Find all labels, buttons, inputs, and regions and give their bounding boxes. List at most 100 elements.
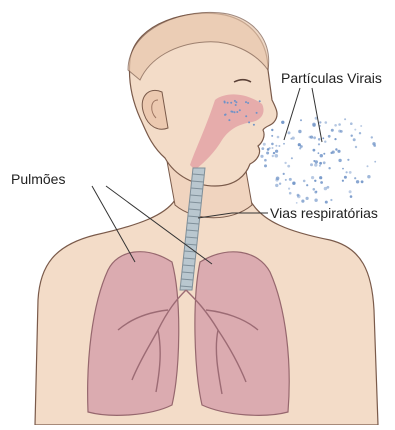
virus-particle [298,130,301,133]
virus-particle [275,184,278,187]
virus-particle [267,148,270,151]
virus-particle [292,182,295,185]
virus-particle [354,177,356,179]
virus-particle [279,183,281,185]
virus-particle [310,136,313,139]
virus-particle [323,153,325,155]
virus-particle [351,135,353,137]
virus-particle [355,146,357,148]
nasal-particle [259,100,261,102]
virus-particle [298,143,301,146]
virus-particle [314,163,317,166]
nasal-particle [247,102,249,104]
virus-particle [313,136,316,139]
virus-particle [346,171,348,173]
virus-particle [335,148,337,150]
nasal-particle [230,102,232,104]
nasal-particle [234,100,236,102]
virus-particle [331,129,334,132]
virus-particle [327,186,330,189]
virus-particle [292,137,295,140]
nasal-particle [227,102,229,104]
virus-particle [325,121,328,124]
lungs-label: Pulmões [11,172,65,186]
virus-particle [315,160,318,163]
virus-particle [285,179,287,181]
virus-particle [328,167,330,169]
virus-particle [322,137,324,139]
virus-particle [354,129,356,131]
virus-particle [372,142,375,145]
nasal-particle [236,111,238,113]
virus-particle [359,132,361,134]
virus-particle [338,130,341,133]
nasal-particle [239,109,241,111]
virus-particle [367,165,369,167]
virus-particle [347,159,349,161]
nasal-particle [245,115,247,117]
nasal-particle [248,121,250,123]
virus-particle [273,152,275,154]
virus-particle [342,168,344,170]
virus-particle [332,151,335,154]
virus-particle [260,155,263,158]
virus-particle [272,147,274,149]
virus-particle [318,138,321,141]
virus-particle [361,180,364,183]
virus-particle [289,192,292,195]
virus-particle [276,177,280,181]
virus-particle [311,176,314,179]
virus-particles-cloud-icon [260,117,376,204]
virus-particle [261,147,264,150]
virus-particle [349,190,352,193]
nasal-particle [235,104,237,106]
virus-particle [272,155,274,157]
virus-particle [320,154,323,157]
virus-particle [290,138,292,140]
nasal-particle [245,101,247,103]
virus-particle [334,138,336,140]
virus-particle [356,180,359,183]
virus-particle [297,195,301,199]
virus-particle [371,136,373,138]
virus-particle [303,180,306,183]
virus-particle [313,188,316,191]
virus-particle [296,202,298,204]
virus-particle [313,149,316,152]
virus-particle [275,145,277,147]
virus-particle [306,184,308,186]
virus-particle [314,180,316,182]
virus-particle [310,163,313,166]
virus-particle [264,164,267,167]
nasal-particle [224,114,226,116]
virus-particle [312,124,315,127]
virus-particle [278,145,280,147]
nasal-particle [256,112,258,114]
airways-label: Vias respiratórias [270,206,378,220]
virus-particle [289,178,292,181]
virus-particle [337,150,340,153]
virus-particle [281,121,284,124]
virus-particle [325,201,328,204]
virus-particle [374,161,376,163]
virus-particle [275,154,279,158]
virus-particle [277,136,280,139]
virus-particle [275,150,278,153]
nasal-particle [235,101,237,103]
virus-particle [350,195,353,198]
virus-particle [349,171,352,174]
virus-particle [360,125,362,127]
virus-particle [264,159,267,162]
virus-particle [342,180,344,182]
virus-particle [338,159,341,162]
virus-particle [338,123,341,126]
nasal-particle [224,101,226,103]
virus-particle [284,162,286,164]
virus-particle [318,152,320,154]
virus-particle [320,181,323,184]
virus-particle [288,188,290,190]
virus-particle [306,197,309,200]
nasal-particle [253,124,255,126]
virus-particle [271,143,274,146]
